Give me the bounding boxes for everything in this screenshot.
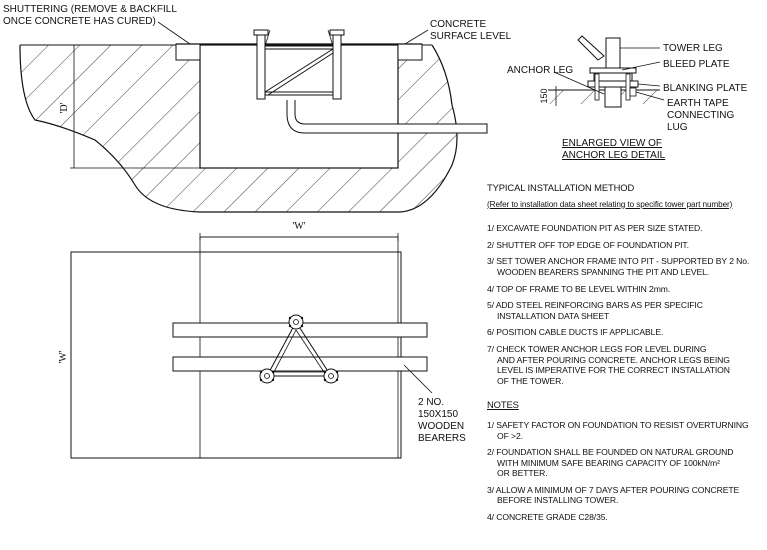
list-item: 1/ EXCAVATE FOUNDATION PIT AS PER SIZE S… [487, 223, 703, 234]
width-dim-side: 'W' [58, 350, 69, 363]
cable-duct [286, 100, 488, 134]
ground-hatch [19, 44, 458, 213]
earth-tape-label-1: EARTH TAPE [667, 98, 729, 109]
shuttering-label-1: SHUTTERING (REMOVE & BACKFILL [3, 4, 177, 15]
concrete-label-2: SURFACE LEVEL [430, 31, 512, 42]
concrete-label-1: CONCRETE [430, 19, 486, 30]
anchor-leg-label: ANCHOR LEG [507, 65, 573, 76]
detail-caption-2: ANCHOR LEG DETAIL [562, 150, 666, 161]
method-subheading: (Refer to installation data sheet relati… [487, 199, 733, 209]
plan-view: 'W' 'W' [58, 221, 466, 459]
width-dim-top: 'W' [292, 221, 305, 232]
tower-leg [605, 37, 621, 69]
anchor-leg-top [288, 314, 304, 330]
list-item: 4/ CONCRETE GRADE C28/35. [487, 512, 608, 523]
section-view: 'D' SHUTTERING (REMOVE & BACKFILL ONCE C… [3, 4, 512, 213]
shuttering-label-2: ONCE CONCRETE HAS CURED) [3, 16, 156, 27]
bearers-label-4: BEARERS [418, 433, 466, 444]
notes-list: 1/ SAFETY FACTOR ON FOUNDATION TO RESIST… [487, 420, 765, 523]
anchor-leg-detail: 150 TOWER LEG BLEED PLATE BLANKING PLATE… [507, 35, 748, 161]
list-item: 3/ SET TOWER ANCHOR FRAME INTO PIT - SUP… [487, 256, 750, 277]
wooden-bearer-2 [172, 356, 428, 372]
blanking-plate-label: BLANKING PLATE [663, 83, 748, 94]
bearers-label-2: 150X150 [418, 409, 458, 420]
bearers-label-3: WOODEN [418, 421, 464, 432]
anchor-leg [604, 86, 622, 108]
anchor-leg-left [259, 368, 275, 384]
anchor-frame [253, 29, 345, 100]
list-item: 3/ ALLOW A MINIMUM OF 7 DAYS AFTER POURI… [487, 484, 740, 506]
detail-caption-1: ENLARGED VIEW OF [562, 138, 662, 149]
list-item: 4/ TOP OF FRAME TO BE LEVEL WITHIN 2mm. [487, 283, 671, 294]
list-item: 2/ FOUNDATION SHALL BE FOUNDED ON NATURA… [487, 447, 734, 479]
shuttering-right [397, 43, 423, 61]
shuttering-left [175, 43, 201, 61]
tower-leg-label: TOWER LEG [663, 43, 723, 54]
earth-tape-lug [629, 87, 637, 97]
depth-dimension: 'D' [59, 44, 200, 169]
notes-heading: NOTES [487, 399, 519, 411]
method-steps: 1/ EXCAVATE FOUNDATION PIT AS PER SIZE S… [487, 223, 765, 386]
list-item: 2/ SHUTTER OFF TOP EDGE OF FOUNDATION PI… [487, 239, 689, 250]
method-heading: TYPICAL INSTALLATION METHOD [487, 182, 635, 193]
list-item: 7/ CHECK TOWER ANCHOR LEGS FOR LEVEL DUR… [487, 343, 730, 386]
earth-tape-label-2: CONNECTING [667, 110, 734, 121]
earth-tape-label-3: LUG [667, 122, 688, 133]
dim-150: 150 [539, 88, 549, 103]
bleed-plate-label: BLEED PLATE [663, 59, 730, 70]
list-item: 6/ POSITION CABLE DUCTS IF APPLICABLE. [487, 327, 664, 338]
list-item: 1/ SAFETY FACTOR ON FOUNDATION TO RESIST… [487, 419, 749, 441]
depth-dim-label: 'D' [59, 102, 70, 113]
plan-outer [70, 251, 402, 459]
bearers-label-1: 2 NO. [418, 397, 444, 408]
anchor-frame-plan [259, 314, 339, 384]
anchor-leg-right [323, 368, 339, 384]
foundation-pit [199, 44, 399, 169]
notes-panel: TYPICAL INSTALLATION METHOD (Refer to in… [487, 182, 765, 529]
list-item: 5/ ADD STEEL REINFORCING BARS AS PER SPE… [487, 300, 703, 321]
